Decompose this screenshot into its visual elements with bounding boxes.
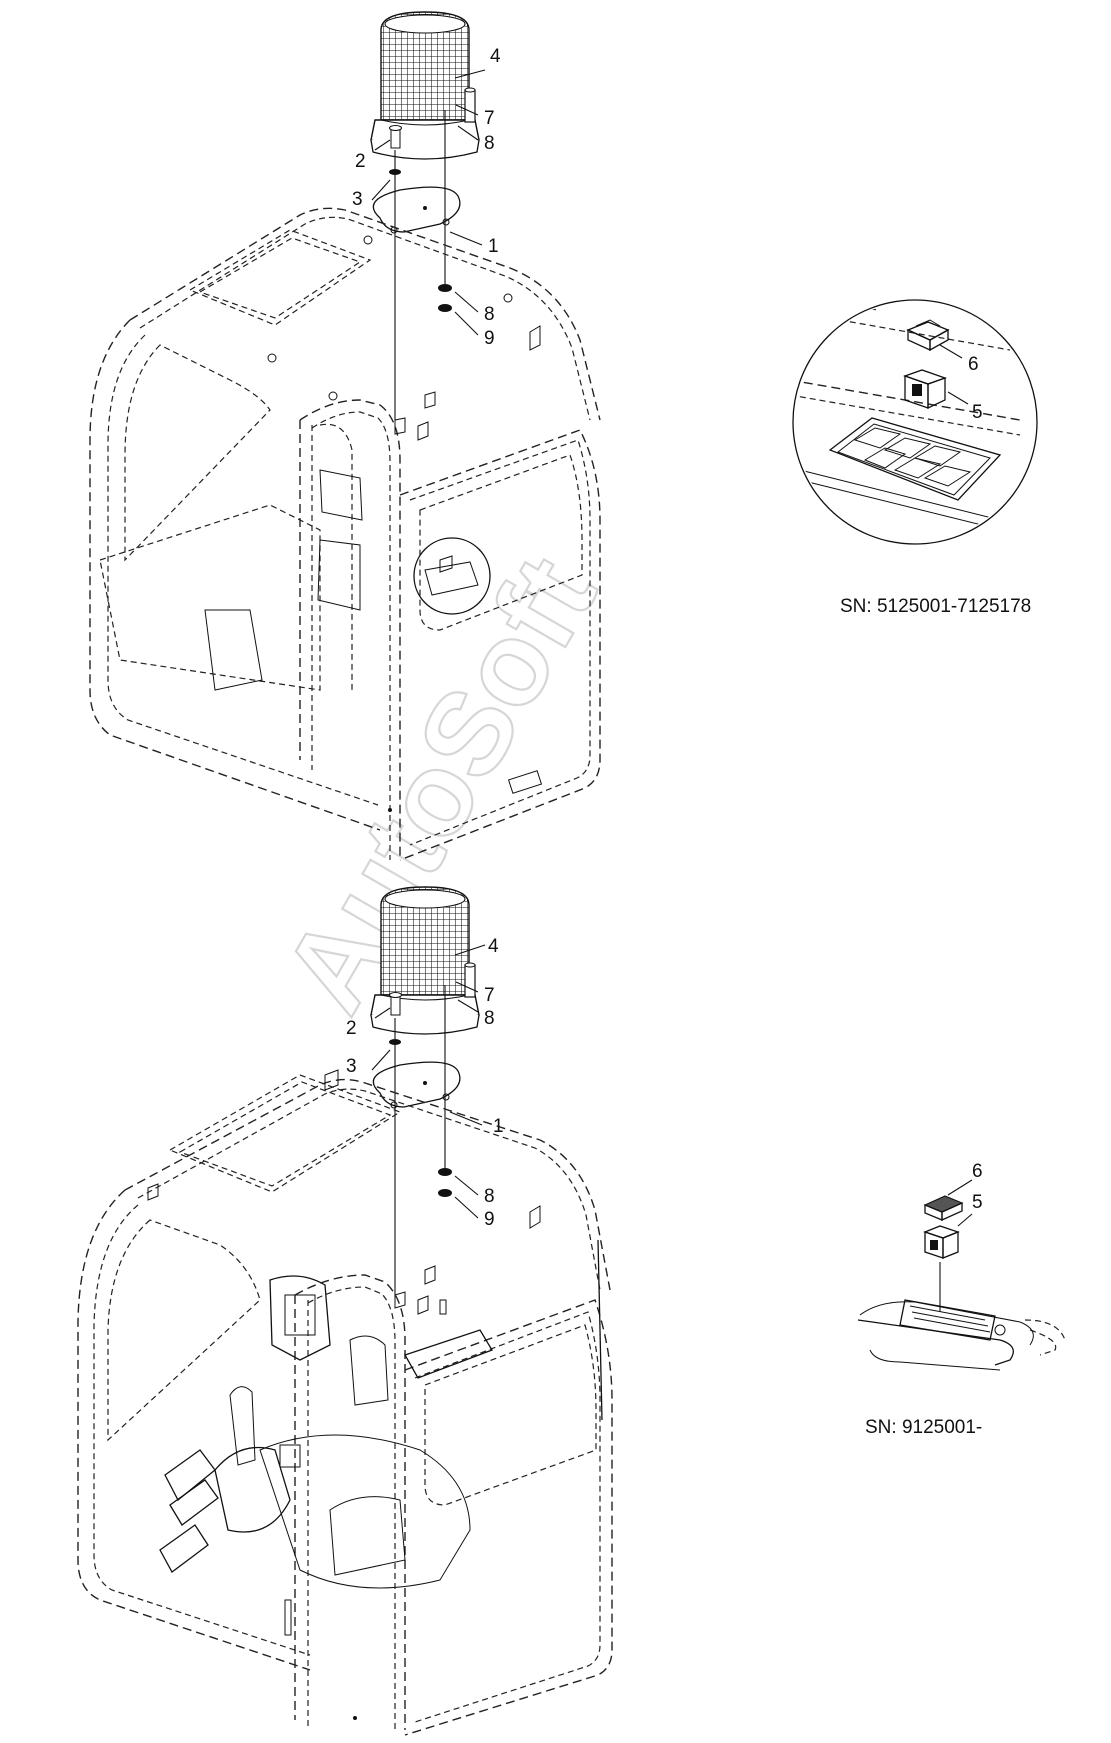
rocker-switch-icon	[923, 1225, 960, 1259]
callout-labels: 4 7 8 2 3 1 8 9	[352, 46, 501, 349]
callout-label: 9	[484, 328, 495, 349]
rocker-switch-icon	[903, 369, 947, 410]
switch-panel-icon	[828, 417, 1002, 501]
bolt-part	[389, 125, 402, 149]
switch-cap-icon	[923, 1195, 964, 1222]
callout-label: 9	[484, 1209, 495, 1230]
callout-label: 3	[352, 189, 363, 210]
callout-label: 5	[972, 1192, 983, 1213]
detail-callout-circle	[413, 537, 491, 615]
callout-label: 8	[484, 1186, 495, 1207]
bolt-part	[389, 992, 402, 1016]
callout-label: 7	[484, 108, 495, 129]
callout-label: 4	[490, 46, 501, 67]
beacon-lamp-icon	[370, 886, 480, 1035]
callout-labels: 4 7 8 2 3 1 8 9	[346, 936, 504, 1230]
callout-label: 8	[484, 1008, 495, 1029]
serial-number-label: SN: 9125001-	[865, 1417, 982, 1438]
beacon-lamp-icon	[370, 11, 480, 160]
serial-number-label: SN: 5125001-7125178	[840, 596, 1031, 617]
callout-label: 8	[484, 304, 495, 325]
callout-label: 1	[488, 236, 499, 257]
switch-detail-top: 6 5	[792, 299, 1038, 545]
washer-part	[438, 1189, 452, 1197]
callout-label: 4	[488, 936, 499, 957]
callout-label: 6	[968, 354, 979, 375]
callout-label: 6	[972, 1161, 983, 1182]
callout-label: 1	[493, 1116, 504, 1137]
callout-label: 7	[484, 985, 495, 1006]
callout-leaders	[371, 69, 486, 336]
mounting-bracket	[372, 186, 461, 234]
callout-label: 5	[972, 402, 983, 423]
callout-leaders	[371, 944, 486, 1219]
callout-label: 2	[346, 1018, 357, 1039]
cab-outline-icon	[89, 207, 601, 861]
callout-label: 3	[346, 1056, 357, 1077]
bottom-assembly: 4 7 8 2 3 1 8 9	[77, 886, 1066, 1736]
switch-detail-bottom: 6 5	[857, 1161, 1066, 1371]
callout-label: 2	[355, 151, 366, 172]
cab-outline-icon	[77, 1069, 613, 1736]
mounting-bracket	[372, 1061, 461, 1109]
top-assembly: 4 7 8 2 3 1 8 9	[89, 11, 1038, 861]
callout-label: 8	[484, 133, 495, 154]
washer-part	[438, 304, 452, 312]
switch-cap-icon	[906, 319, 950, 352]
